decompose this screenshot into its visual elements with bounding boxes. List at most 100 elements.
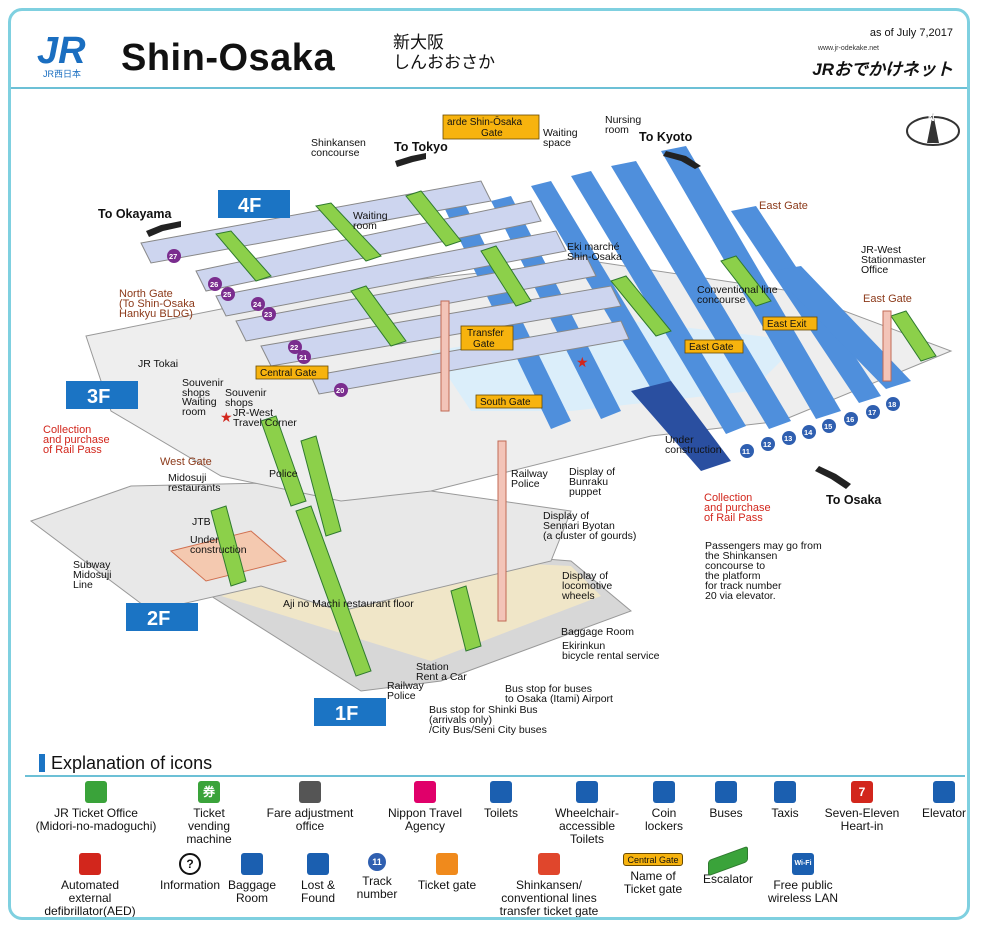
floor-tag-3f: 3F <box>66 381 138 409</box>
svg-text:25: 25 <box>223 290 231 299</box>
legend-label: Name of Ticket gate <box>623 869 683 896</box>
taxi-icon <box>774 781 796 803</box>
rail-pass-star-icon: ★ <box>220 409 233 425</box>
svg-text:23: 23 <box>264 310 272 319</box>
legend-item: JR Ticket Office (Midori-no-madoguchi) <box>21 781 171 833</box>
gate-arde-line-2: Gate <box>481 128 503 139</box>
information-icon: ? <box>179 853 201 875</box>
ticket-gate-icon <box>436 853 458 875</box>
legend-item: Buses <box>699 781 753 820</box>
legend-title: Explanation of icons <box>39 753 212 774</box>
baggage-icon <box>241 853 263 875</box>
station-map: 4F 3F 2F 1F To Tokyo To Kyoto To Okayama… <box>29 113 960 736</box>
rail-pass-star-icon: ★ <box>576 354 589 370</box>
legend-label: Coin lockers <box>644 806 683 833</box>
label-east-gate-right: East Gate <box>863 293 912 305</box>
direction-tokyo: To Tokyo <box>394 140 448 154</box>
svg-text:JR: JR <box>37 30 86 72</box>
gate-name-icon: Central Gate <box>623 853 683 866</box>
legend-item: Taxis <box>757 781 813 820</box>
label-aji-no-machi: Aji no Machi restaurant floor <box>283 598 414 610</box>
track-25: 25 <box>221 287 235 301</box>
legend-divider <box>25 775 965 777</box>
label-bus-shinki: Bus stop for Shinki Bus(arrivals only)/C… <box>429 704 547 736</box>
legend-label: Information <box>159 878 221 892</box>
legend-label: Ticket gate <box>417 878 477 892</box>
map-frame: JR JR西日本 Shin-Osaka 新大阪 しんおおさか as of Jul… <box>8 8 970 920</box>
svg-text:N: N <box>928 113 935 123</box>
arrow-okayama <box>146 221 181 237</box>
legend-label: Nippon Travel Agency <box>387 806 463 833</box>
gate-east[interactable]: East Gate <box>684 339 744 354</box>
toilet-icon <box>490 781 512 803</box>
legend-item: Automated external defibrillator(AED) <box>35 853 145 917</box>
legend-item: Escalator <box>693 845 763 886</box>
track-21: 21 <box>297 350 311 364</box>
legend-item: Fare adjustment office <box>251 781 369 833</box>
svg-text:East Exit: East Exit <box>767 319 807 330</box>
gate-east-exit[interactable]: East Exit <box>762 316 818 331</box>
legend-label: Ticket vending machine <box>186 806 232 846</box>
svg-text:East Gate: East Gate <box>689 342 734 353</box>
coin-locker-icon <box>653 781 675 803</box>
arrow-osaka <box>815 466 851 489</box>
legend-item: Nippon Travel Agency <box>371 781 479 833</box>
elevator-shafts <box>440 300 892 622</box>
gate-central[interactable]: Central Gate <box>255 365 329 380</box>
track-12: 12 <box>761 437 775 451</box>
svg-text:JR西日本: JR西日本 <box>43 68 81 79</box>
floor-tag-2f: 2F <box>126 603 198 631</box>
title-japanese: 新大阪 しんおおさか <box>393 33 495 73</box>
track-13: 13 <box>782 431 796 445</box>
label-police: Police <box>269 468 298 480</box>
svg-text:16: 16 <box>846 415 854 424</box>
svg-text:18: 18 <box>888 400 896 409</box>
svg-text:21: 21 <box>299 353 307 362</box>
track-23: 23 <box>262 307 276 321</box>
wheelchair-toilet-icon <box>576 781 598 803</box>
svg-text:12: 12 <box>763 440 771 449</box>
svg-text:27: 27 <box>169 252 177 261</box>
svg-text:11: 11 <box>742 447 750 456</box>
svg-text:20: 20 <box>336 386 344 395</box>
label-jr-tokai: JR Tokai <box>138 358 178 370</box>
transfer-gate-icon <box>538 853 560 875</box>
gate-arde-line-1: arde Shin-Ōsaka <box>447 116 522 128</box>
svg-text:13: 13 <box>784 434 792 443</box>
svg-text:24: 24 <box>253 300 262 309</box>
jr-west-logo: JR JR西日本 <box>33 25 97 81</box>
svg-text:1F: 1F <box>335 703 358 725</box>
fare-adjustment-icon <box>299 781 321 803</box>
svg-text:22: 22 <box>290 343 298 352</box>
gate-south[interactable]: South Gate <box>475 394 543 409</box>
svg-text:3F: 3F <box>87 386 110 408</box>
direction-okayama: To Okayama <box>98 207 172 221</box>
lost-found-icon <box>307 853 329 875</box>
arrow-tokyo <box>395 153 426 167</box>
arrow-kyoto <box>663 151 701 169</box>
track-22: 22 <box>288 340 302 354</box>
track-26: 26 <box>208 277 222 291</box>
svg-text:17: 17 <box>868 408 876 417</box>
svg-text:Central Gate: Central Gate <box>260 368 317 379</box>
svg-text:26: 26 <box>210 280 218 289</box>
